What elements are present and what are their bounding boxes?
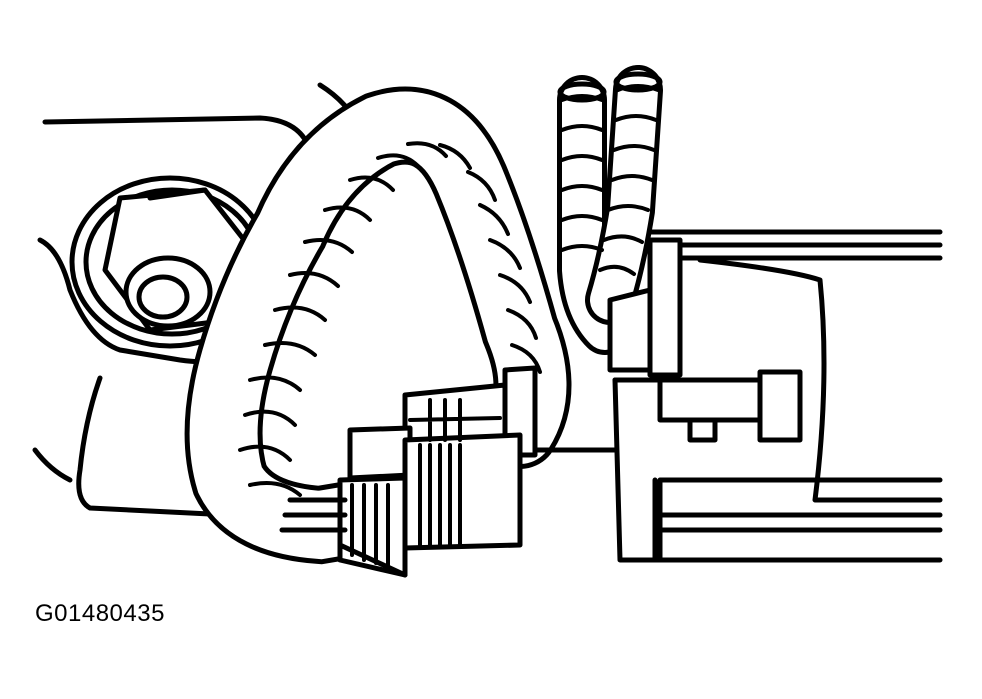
wiring-harness-main [184,86,572,565]
figure-id-label: G01480435 [35,600,165,627]
sensor-housing [517,229,943,563]
electrical-connector [279,365,538,578]
hex-nut [69,175,271,349]
vertical-hoses [557,65,663,355]
